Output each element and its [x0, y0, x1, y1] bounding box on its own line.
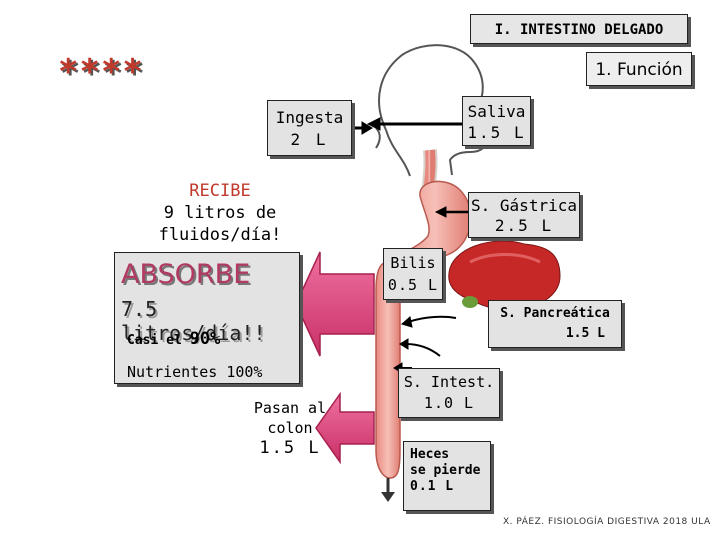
heces-box: Heces se pierde 0.1 L [403, 441, 491, 511]
section-title: I. INTESTINO DELGADO [494, 22, 664, 38]
absorbe-percent: Casi el 90% [127, 329, 220, 349]
pancreatica-value: 1.5 L [565, 326, 605, 341]
bilis-label: Bilis [390, 254, 436, 272]
recibe-text: RECIBE 9 litros de fluidos/día! [100, 180, 340, 246]
gastrica-label: S. Gástrica [471, 196, 577, 215]
subtitle: 1. Función [595, 60, 683, 80]
heces-line1: Heces [410, 447, 450, 462]
subtitle-box: 1. Función [586, 52, 692, 86]
intestinal-label: S. Intest. [403, 373, 495, 391]
saliva-box: Saliva 1.5 L [462, 96, 531, 146]
nutrientes-text: Nutrientes 100% [127, 363, 263, 381]
colon-value: 1.5 L [259, 438, 321, 458]
gastrica-box: S. Gástrica 2.5 L [468, 192, 580, 238]
ingesta-label: Ingesta [275, 108, 344, 127]
gastrica-value: 2.5 L [494, 216, 554, 235]
casi-prefix: Casi el [127, 333, 182, 348]
bilis-box: Bilis 0.5 L [383, 248, 443, 300]
colon-text: Pasan al colon 1.5 L [250, 398, 330, 458]
ingesta-value: 2 L [290, 130, 329, 149]
colon-line1: Pasan al [253, 399, 327, 417]
pancreatica-label: S. Pancreática [500, 306, 610, 321]
heces-line2: se pierde [410, 463, 481, 478]
pancreatica-box: S. Pancreática 1.5 L [488, 300, 622, 348]
recibe-detail: 9 litros de fluidos/día! [158, 203, 282, 245]
casi-value: 90% [189, 329, 221, 349]
bilis-value: 0.5 L [387, 276, 439, 294]
black-arrows [352, 117, 468, 374]
saliva-label: Saliva [467, 102, 526, 121]
intestinal-value: 1.0 L [423, 394, 475, 412]
rectum-arrow-head [381, 492, 395, 502]
gallbladder-shape [462, 296, 478, 308]
ingesta-box: Ingesta 2 L [267, 100, 352, 156]
stars-mark: **** [58, 52, 144, 92]
liver-highlight [469, 253, 541, 264]
recibe-title: RECIBE [189, 181, 251, 201]
footer-credit: X. PÁEZ. FISIOLOGÍA DIGESTIVA 2018 ULA [503, 517, 711, 527]
section-title-box: I. INTESTINO DELGADO [470, 14, 688, 44]
absorbe-title: ABSORBE [121, 259, 251, 290]
absorbe-box: ABSORBE 7.5 litros/día!! Casi el 90% Nut… [114, 252, 300, 384]
absorbe-arrow [295, 251, 375, 357]
heces-value: 0.1 L [410, 479, 455, 494]
intestinal-box: S. Intest. 1.0 L [398, 368, 500, 418]
absorbe-amount: 7.5 litros/día!! [121, 297, 266, 345]
colon-arrow [315, 391, 375, 465]
colon-line2: colon [267, 419, 313, 437]
saliva-value: 1.5 L [467, 123, 526, 142]
